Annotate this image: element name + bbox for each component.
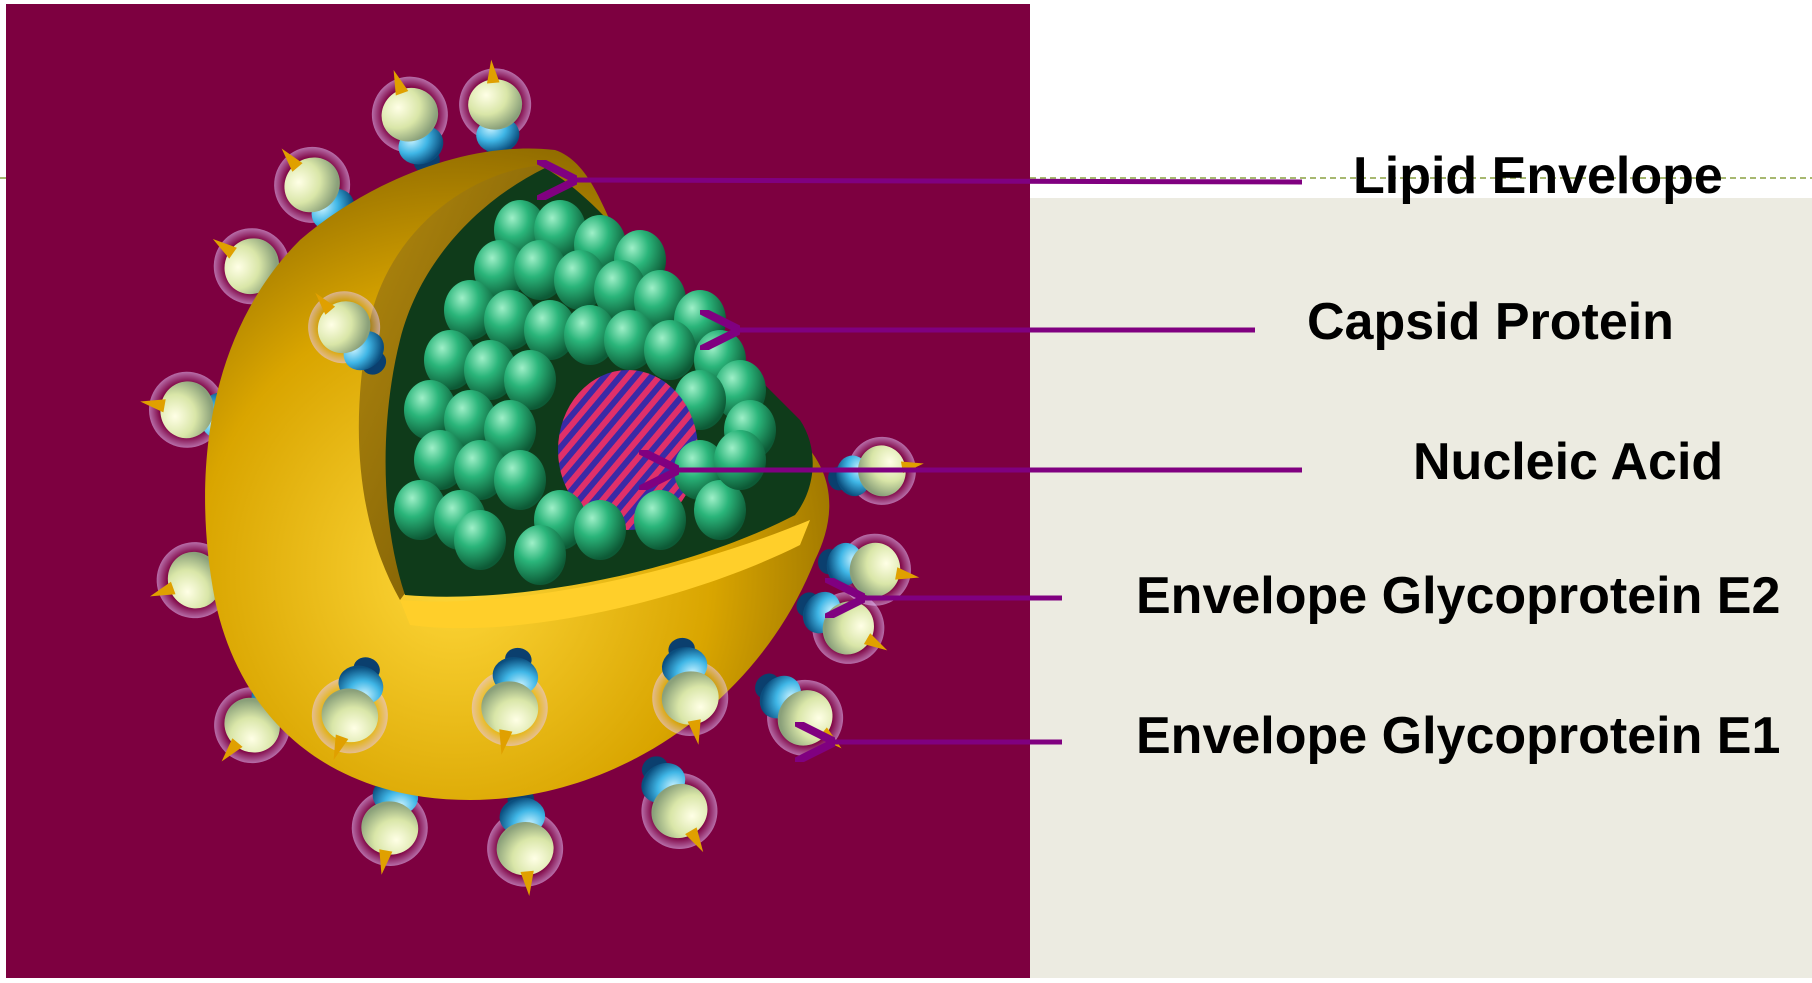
capsid-sphere bbox=[514, 525, 566, 585]
capsid-sphere bbox=[634, 490, 686, 550]
capsid-sphere bbox=[454, 510, 506, 570]
label-nucleic-acid: Nucleic Acid bbox=[1413, 436, 1723, 488]
label-lipid-envelope: Lipid Envelope bbox=[1353, 150, 1723, 202]
capsid-sphere bbox=[644, 320, 696, 380]
arrow-lipid-envelope bbox=[572, 180, 1302, 182]
capsid-sphere bbox=[714, 430, 766, 490]
label-capsid-protein: Capsid Protein bbox=[1307, 296, 1674, 348]
capsid-sphere bbox=[574, 500, 626, 560]
label-envelope-glycoprotein-e1: Envelope Glycoprotein E1 bbox=[1136, 710, 1780, 762]
capsid-sphere bbox=[494, 450, 546, 510]
label-envelope-glycoprotein-e2: Envelope Glycoprotein E2 bbox=[1136, 570, 1780, 622]
